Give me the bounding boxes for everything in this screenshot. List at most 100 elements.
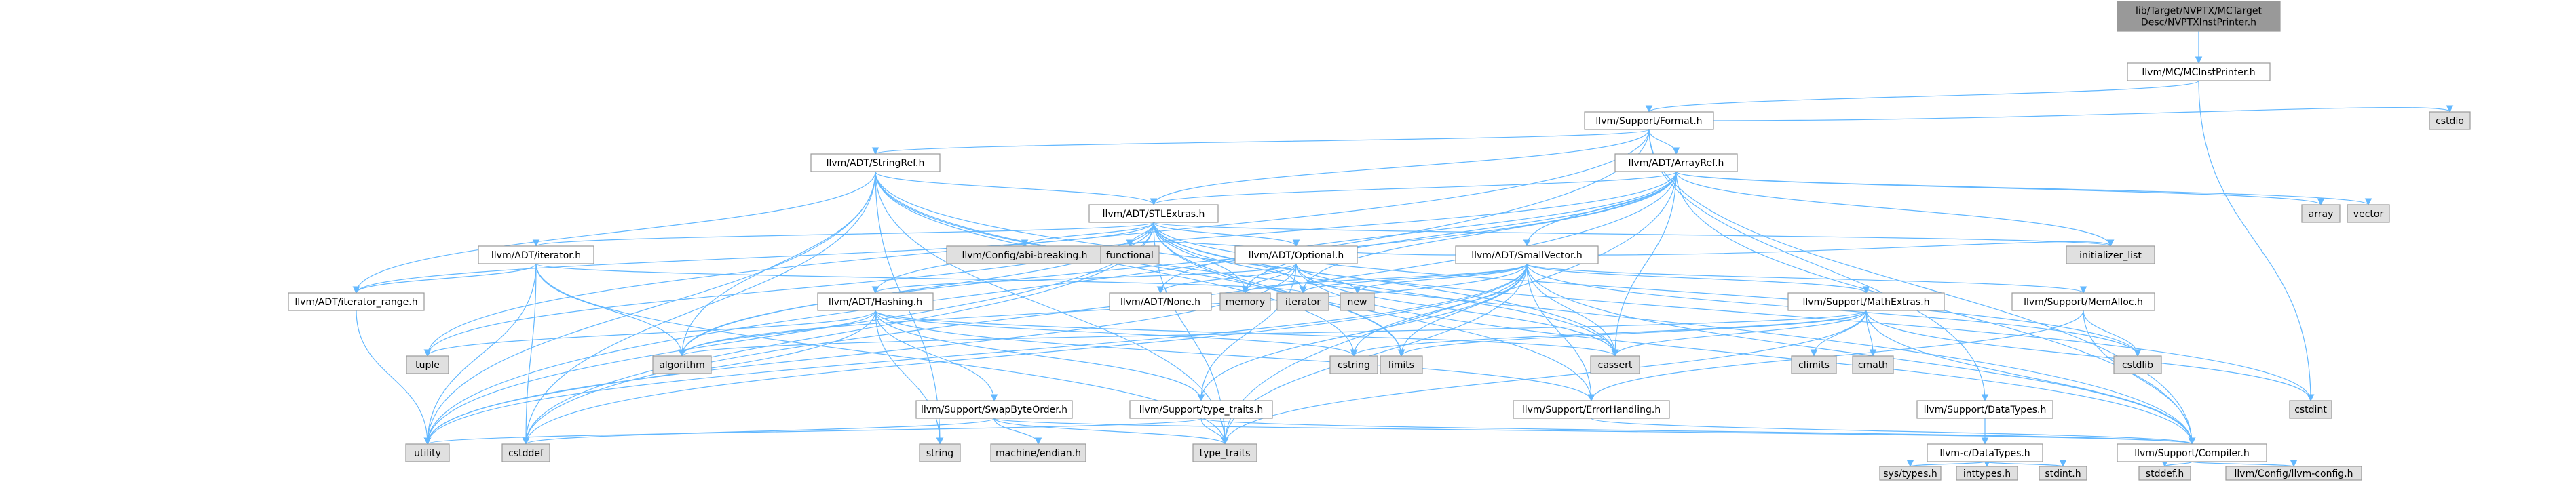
node-label: llvm/MC/MCInstPrinter.h (2142, 67, 2255, 78)
node-box (1234, 245, 1358, 264)
edge-cdatatypes-to-systypes (1906, 460, 1986, 468)
node-cstring[interactable]: cstring (1329, 355, 1378, 374)
edge-errorhandling-to-compiler (1591, 418, 2195, 445)
node-box (915, 400, 1073, 419)
node-cassert[interactable]: cassert (1590, 355, 1640, 374)
node-cmath[interactable]: cmath (1852, 355, 1894, 374)
node-stringref[interactable]: llvm/ADT/StringRef.h (810, 153, 941, 172)
node-cstddef[interactable]: cstddef (501, 443, 550, 462)
node-datatypes[interactable]: llvm/Support/DataTypes.h (1916, 400, 2053, 419)
node-format[interactable]: llvm/Support/Format.h (1584, 111, 1714, 130)
node-label: type_traits (1200, 448, 1251, 459)
edge-mathextras-to-algorithm (679, 310, 1867, 357)
node-mathextras[interactable]: llvm/Support/MathExtras.h (1787, 292, 1945, 311)
node-array[interactable]: array (2301, 204, 2341, 223)
node-cdatatypes[interactable]: llvm-c/DataTypes.h (1927, 443, 2043, 462)
node-cstdlib[interactable]: cstdlib (2113, 355, 2162, 374)
node-hashing[interactable]: llvm/ADT/Hashing.h (817, 292, 934, 311)
node-label: inttypes.h (1963, 468, 2011, 479)
edge-stlextras-to-utility (423, 222, 1154, 445)
edge-iteratorh-to-iterator (535, 263, 1306, 294)
node-llvmconfig[interactable]: llvm/Config/llvm-config.h (2225, 466, 2362, 481)
node-box (2117, 1, 2281, 32)
edge-smallvector-to-iterator (1299, 263, 1528, 294)
node-typetraits[interactable]: llvm/Support/type_traits.h (1129, 400, 1273, 419)
node-stdtypetraits[interactable]: type_traits (1192, 443, 1257, 462)
node-label: sys/types.h (1883, 468, 1937, 479)
node-systypes[interactable]: sys/types.h (1879, 466, 1942, 481)
node-label: cstdio (2436, 116, 2464, 127)
node-initlist[interactable]: initializer_list (2066, 245, 2155, 264)
node-compiler[interactable]: llvm/Support/Compiler.h (2117, 443, 2267, 462)
node-cstdio[interactable]: cstdio (2429, 111, 2471, 130)
edge-stlextras-to-iterrange (352, 222, 1154, 294)
node-abibreaking[interactable]: llvm/Config/abi-breaking.h (946, 245, 1103, 264)
node-box (1584, 111, 1714, 130)
edge-typetraits-to-compiler (1200, 418, 2195, 445)
node-box (1590, 355, 1640, 374)
node-limits[interactable]: limits (1380, 355, 1423, 374)
node-stddefh[interactable]: stddef.h (2138, 466, 2191, 481)
node-machineendian[interactable]: machine/endian.h (990, 443, 1086, 462)
edge-stlextras-to-initlist (1153, 222, 2114, 247)
edge-format-to-stlextras (1150, 129, 1650, 206)
edge-swapbyteorder-to-cstddef (522, 418, 995, 445)
node-label: cstring (1338, 360, 1370, 371)
node-utility[interactable]: utility (405, 443, 450, 462)
node-label: llvm/ADT/None.h (1120, 297, 1200, 308)
edge-arrayref-to-array (1675, 171, 2325, 206)
node-box (1088, 204, 1219, 223)
node-memalloc[interactable]: llvm/Support/MemAlloc.h (2011, 292, 2155, 311)
edge-smallvector-to-cstring (1350, 263, 1528, 357)
node-box (652, 355, 712, 374)
node-box (1916, 400, 2053, 419)
node-tuple[interactable]: tuple (406, 355, 449, 374)
node-iterrange[interactable]: llvm/ADT/iterator_range.h (288, 292, 425, 311)
node-inttypes[interactable]: inttypes.h (1956, 466, 2018, 481)
edge-mathextras-to-cassert (1611, 310, 1867, 357)
edge-compiler-to-stddefh (2161, 460, 2193, 468)
node-mcinstprinter[interactable]: llvm/MC/MCInstPrinter.h (2127, 62, 2271, 81)
node-iteratorh[interactable]: llvm/ADT/iterator.h (478, 245, 594, 264)
node-box (2039, 466, 2087, 481)
node-vector[interactable]: vector (2347, 204, 2390, 223)
node-swapbyteorder[interactable]: llvm/Support/SwapByteOrder.h (915, 400, 1073, 419)
node-climits[interactable]: climits (1791, 355, 1837, 374)
node-stdinth[interactable]: stdint.h (2039, 466, 2087, 481)
node-new[interactable]: new (1340, 292, 1375, 311)
node-optional[interactable]: llvm/ADT/Optional.h (1234, 245, 1358, 264)
node-box (1100, 245, 1160, 264)
edge-smallvector-to-cassert (1526, 263, 1619, 357)
node-cstdint[interactable]: cstdint (2289, 400, 2332, 419)
edge-mathextras-to-cstdint (1865, 310, 2315, 402)
node-box (2113, 355, 2162, 374)
node-errorhandling[interactable]: llvm/Support/ErrorHandling.h (1513, 400, 1670, 419)
node-label: climits (1798, 360, 1830, 371)
node-memory[interactable]: memory (1219, 292, 1271, 311)
node-noneh[interactable]: llvm/ADT/None.h (1109, 292, 1212, 311)
node-label: llvm/Support/DataTypes.h (1924, 405, 2047, 416)
node-stlextras[interactable]: llvm/ADT/STLExtras.h (1088, 204, 1219, 223)
node-root[interactable]: lib/Target/NVPTX/MCTargetDesc/NVPTXInstP… (2117, 1, 2281, 32)
node-functional[interactable]: functional (1100, 245, 1160, 264)
edge-hashing-to-swapbyteorder (875, 310, 998, 402)
node-smallvector[interactable]: llvm/ADT/SmallVector.h (1455, 245, 1599, 264)
node-arrayref[interactable]: llvm/ADT/ArrayRef.h (1614, 153, 1738, 172)
edge-hashing-to-string (875, 310, 944, 445)
node-box (2347, 204, 2390, 223)
node-string[interactable]: string (919, 443, 961, 462)
node-box (1276, 292, 1329, 311)
node-algorithm[interactable]: algorithm (652, 355, 712, 374)
node-iterator[interactable]: iterator (1276, 292, 1329, 311)
node-label: stddef.h (2146, 468, 2184, 479)
node-label: llvm/Support/Compiler.h (2134, 448, 2250, 459)
node-label: llvm/Support/SwapByteOrder.h (921, 405, 1067, 416)
edge-hashing-to-cstring (875, 310, 1358, 357)
edge-arrayref-to-noneh (1156, 171, 1677, 294)
edge-mathextras-to-limits (1397, 310, 1867, 357)
node-label: llvm/Support/ErrorHandling.h (1522, 405, 1661, 416)
node-box (1129, 400, 1273, 419)
node-label: llvm/ADT/StringRef.h (827, 158, 925, 169)
node-box (1956, 466, 2018, 481)
edge-iteratorh-to-utility (423, 263, 537, 445)
